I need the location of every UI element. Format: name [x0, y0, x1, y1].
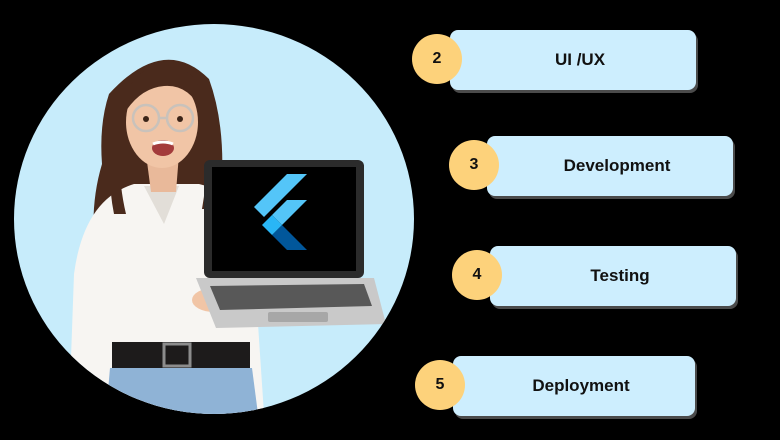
step-label: Testing [490, 246, 736, 306]
step-number-badge: 5 [415, 360, 465, 410]
step-label: Deployment [453, 356, 695, 416]
step-label: Development [487, 136, 733, 196]
flutter-logo-icon [254, 174, 307, 250]
step-label: UI /UX [450, 30, 696, 90]
process-step-deployment: 5 Deployment [415, 356, 695, 420]
process-step-development: 3 Development [449, 136, 733, 200]
process-step-ui-ux: 2 UI /UX [412, 30, 696, 94]
process-step-testing: 4 Testing [452, 246, 736, 310]
step-number-badge: 2 [412, 34, 462, 84]
woman-with-laptop-illustration [69, 59, 386, 414]
step-number-badge: 3 [449, 140, 499, 190]
hero-photo-circle [14, 24, 414, 414]
step-number-badge: 4 [452, 250, 502, 300]
